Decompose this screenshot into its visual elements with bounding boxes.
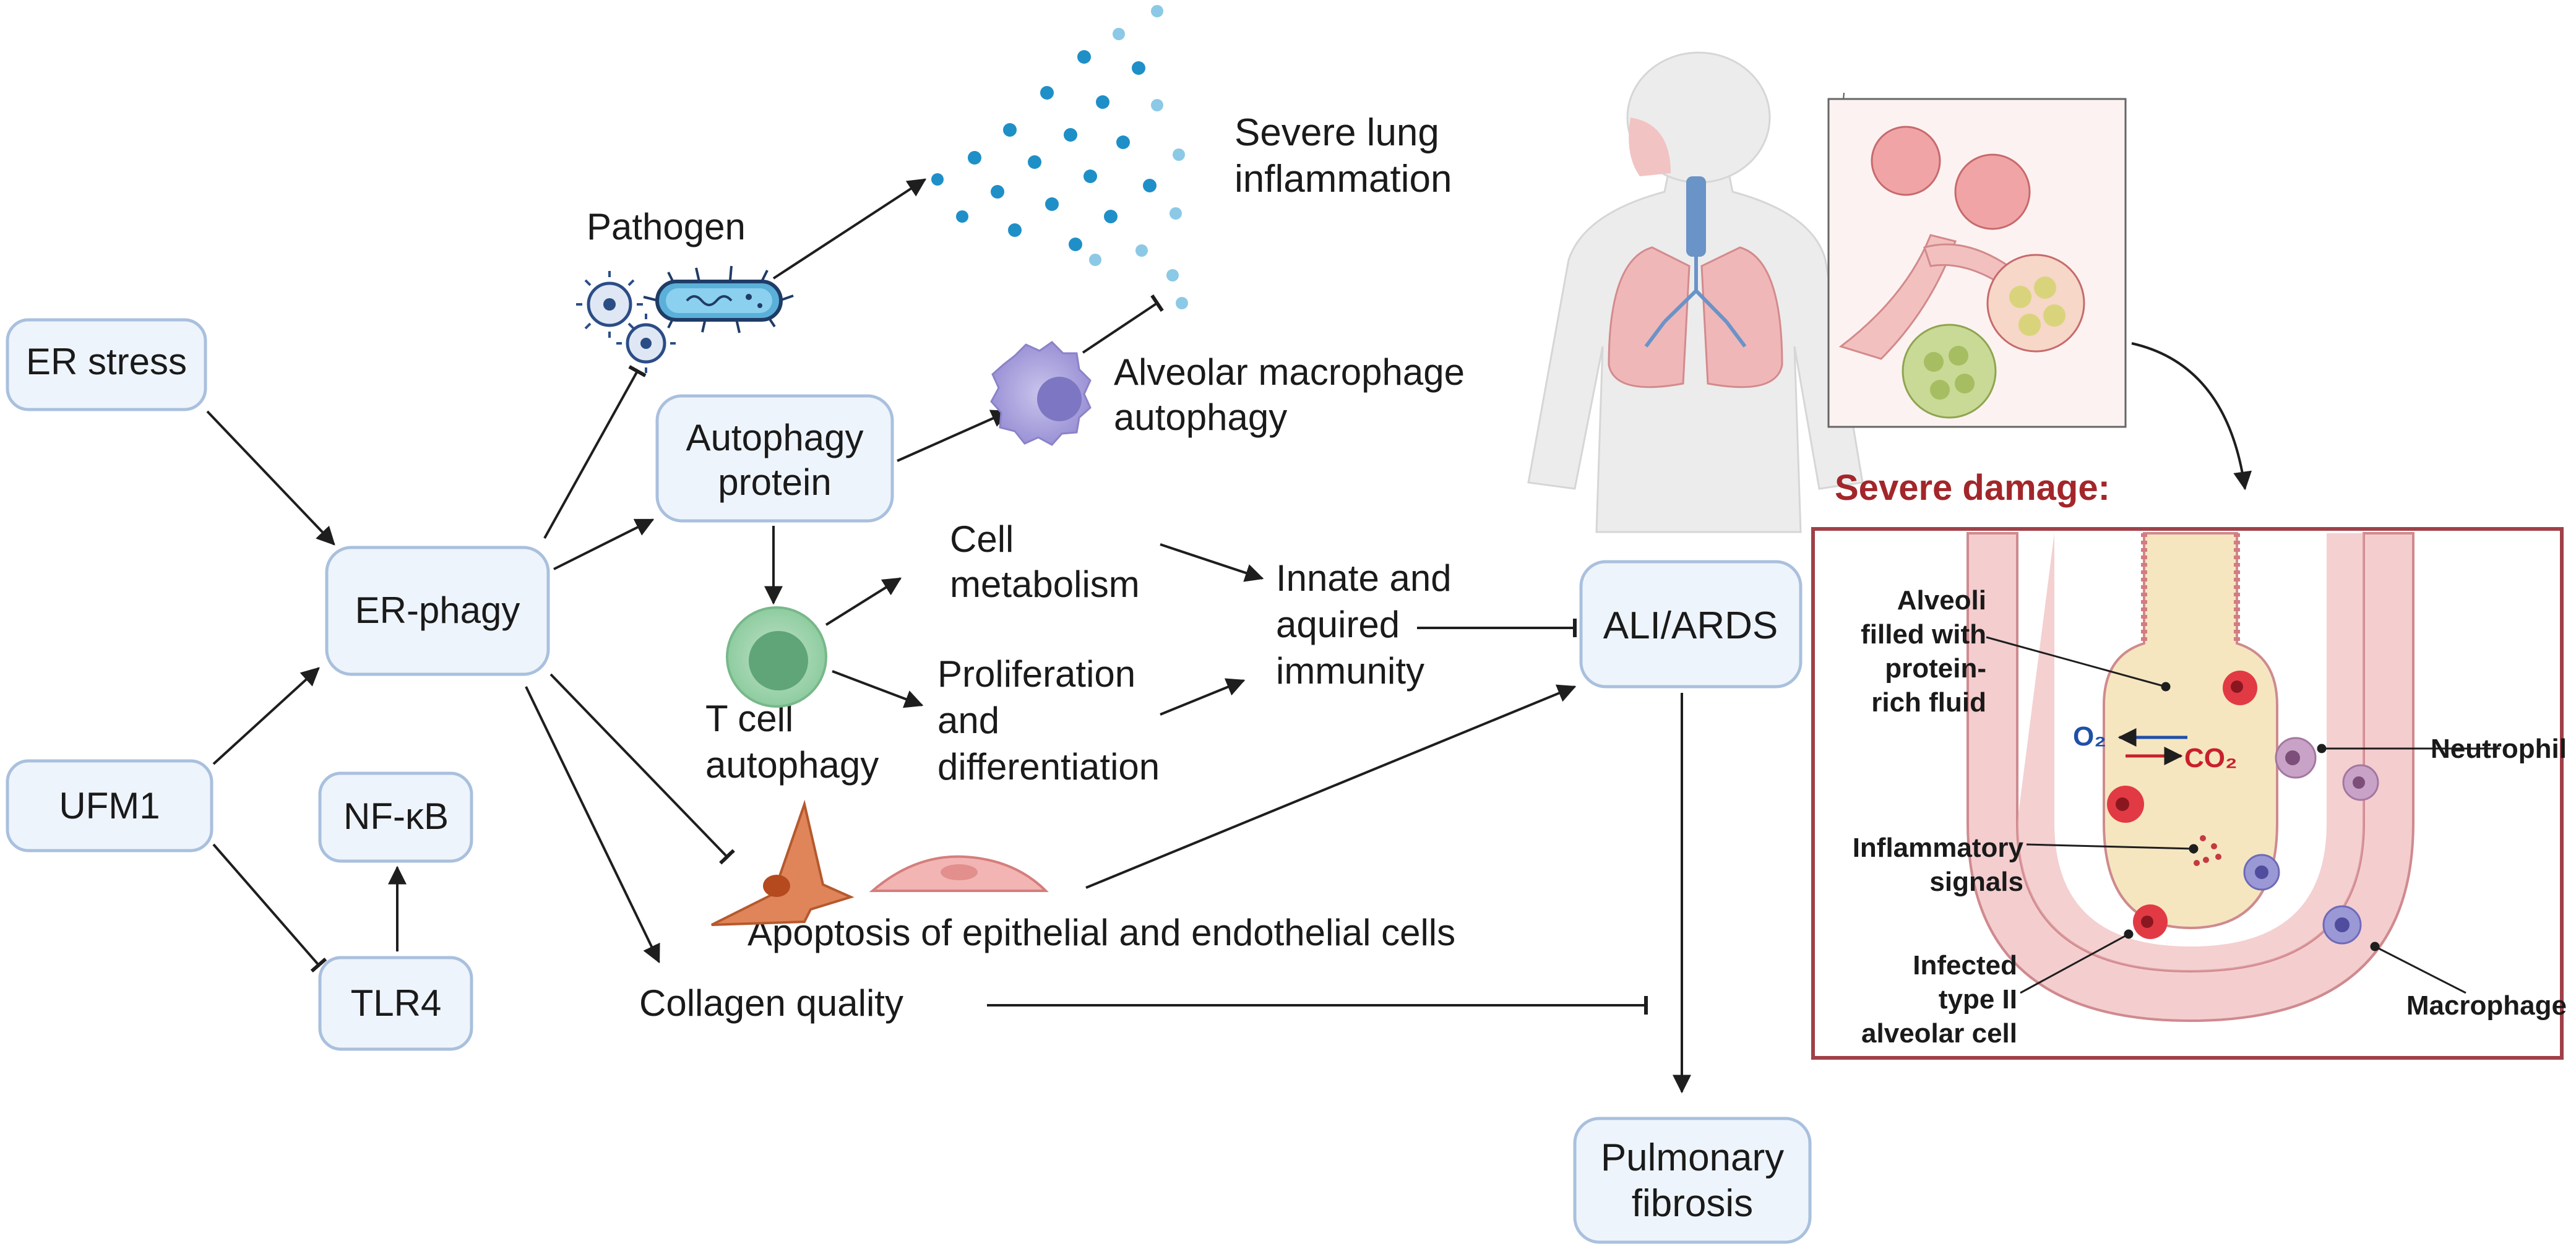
- endothelial-cell-icon: [869, 855, 1049, 892]
- arrow-autophagy-macrophage: [897, 410, 1010, 462]
- collagen-label: Collagen quality: [639, 982, 903, 1024]
- inhibit-erphagy-pathogen: [543, 365, 647, 539]
- node-er-stress: ER stress: [6, 318, 207, 411]
- inhibit-erphagy-apoptosis: [549, 673, 735, 865]
- inflammation-label-1: Severe lung: [1234, 111, 1439, 154]
- immunity-label-2: aquired: [1276, 604, 1400, 645]
- t-cell-icon: [726, 606, 827, 708]
- infected-label-3: alveolar cell: [1861, 1018, 2017, 1049]
- damage-title: Severe damage:: [1835, 468, 2110, 508]
- arrow-metabolism-immunity: [1160, 543, 1264, 582]
- virus-icon: [576, 271, 676, 373]
- node-nfkb: NF-κB: [318, 771, 473, 863]
- node-er-stress-label: ER stress: [26, 341, 187, 382]
- human-torso-icon: [1527, 51, 1864, 533]
- callout-lines: [1986, 636, 2500, 994]
- node-autophagy-protein: Autophagy protein: [655, 394, 894, 523]
- macrophage-panel-label: Macrophage: [2406, 990, 2567, 1021]
- alveoli-label-2: filled with: [1861, 619, 1986, 650]
- arrow-erphagy-collagen: [525, 686, 660, 964]
- connectors: [206, 178, 2252, 1094]
- neutrophil-label: Neutrophil: [2431, 734, 2567, 764]
- arrow-apoptosis-ards: [1085, 684, 1577, 889]
- alveolus-icon: [1966, 532, 2414, 1023]
- arrow-erphagy-autophagy: [553, 518, 655, 570]
- macrophage-label-2: autophagy: [1114, 397, 1287, 438]
- co2-label: CO₂: [2184, 743, 2238, 773]
- arrow-alveoli-damage: [2131, 342, 2252, 491]
- inhibit-ufm1-tlr4: [212, 843, 327, 973]
- inhibit-macrophage-inflammation: [1082, 294, 1164, 354]
- proliferation-label-3: differentiation: [937, 746, 1160, 788]
- alveoli-label-4: rich fluid: [1871, 687, 1986, 718]
- node-nfkb-label: NF-κB: [343, 796, 449, 837]
- node-ali-ards: ALI/ARDS: [1579, 560, 1803, 689]
- arrow-ufm1-erphagy: [212, 667, 320, 765]
- node-er-phagy: ER-phagy: [325, 546, 550, 676]
- node-ufm1-label: UFM1: [59, 785, 160, 826]
- proliferation-label-1: Proliferation: [937, 653, 1135, 695]
- infected-label-2: type II: [1939, 984, 2017, 1015]
- tcell-label-2: autophagy: [705, 744, 879, 786]
- node-ufm1: UFM1: [6, 759, 213, 852]
- signals-label-2: signals: [1929, 867, 2023, 897]
- alveoli-inset-icon: [1827, 98, 2127, 428]
- immunity-label-1: Innate and: [1276, 557, 1452, 599]
- metabolism-label-2: metabolism: [950, 564, 1140, 605]
- immunity-label-3: immunity: [1276, 650, 1424, 692]
- pathogen-label: Pathogen: [587, 206, 746, 247]
- alveoli-label-3: protein-: [1885, 653, 1986, 684]
- node-autophagy-label-2: protein: [718, 461, 831, 503]
- node-pulmonary-fibrosis: Pulmonary fibrosis: [1573, 1117, 1812, 1244]
- signals-label-1: Inflammatory: [1853, 833, 2024, 863]
- node-fibrosis-label-1: Pulmonary: [1601, 1136, 1784, 1179]
- arrow-erstress-erphagy: [206, 410, 335, 546]
- inflammation-particles-icon: [931, 5, 1188, 309]
- inflammation-label-2: inflammation: [1234, 158, 1452, 200]
- node-autophagy-label-1: Autophagy: [686, 417, 864, 458]
- o2-label: O₂: [2073, 721, 2106, 752]
- bacterium-icon: [643, 265, 794, 333]
- apoptosis-label: Apoptosis of epithelial and endothelial …: [747, 912, 1455, 953]
- proliferation-label-2: and: [937, 700, 999, 741]
- arrow-proliferation-immunity: [1160, 678, 1246, 716]
- macrophage-label-1: Alveolar macrophage: [1114, 351, 1465, 393]
- node-ali-ards-label: ALI/ARDS: [1603, 604, 1778, 647]
- node-fibrosis-label-2: fibrosis: [1632, 1182, 1753, 1225]
- macrophage-icon: [990, 341, 1092, 446]
- alveoli-label-1: Alveoli: [1897, 585, 1986, 616]
- node-er-phagy-label: ER-phagy: [355, 590, 520, 631]
- node-tlr4: TLR4: [318, 956, 473, 1051]
- node-tlr4-label: TLR4: [351, 982, 442, 1024]
- infected-label-1: Infected: [1913, 950, 2017, 981]
- epithelial-cell-icon: [711, 799, 855, 926]
- arrow-pathogen-inflammation: [772, 178, 927, 280]
- arrow-tcell-metabolism: [825, 577, 902, 626]
- arrow-tcell-proliferation: [832, 670, 924, 708]
- metabolism-label-1: Cell: [950, 518, 1014, 560]
